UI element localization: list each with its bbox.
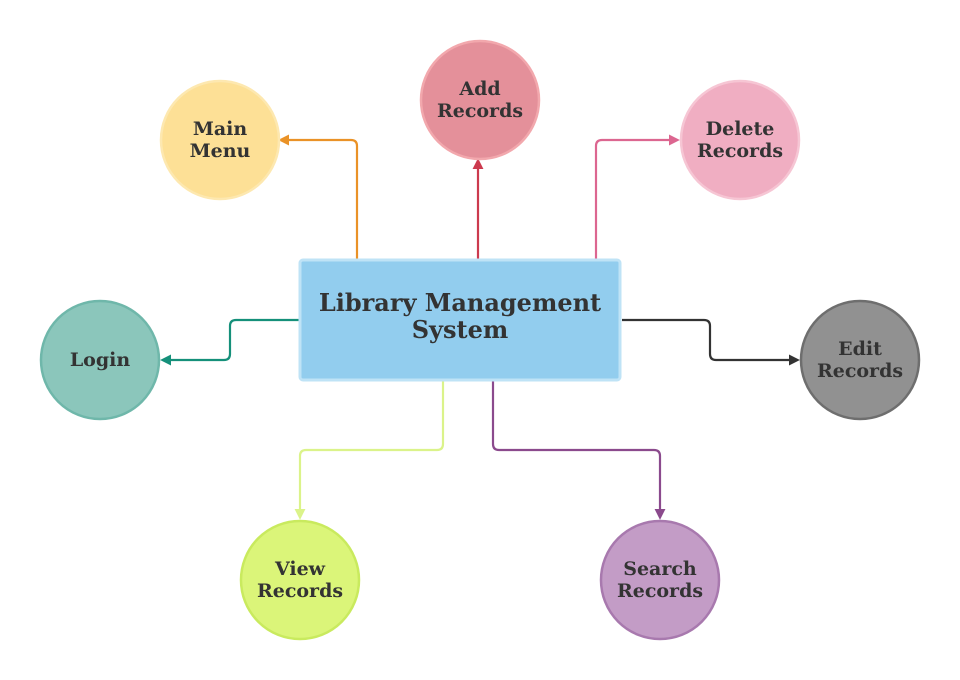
edge-login (160, 318, 300, 366)
node-main-menu-label-line2: Menu (190, 140, 251, 162)
node-add-records: Add Records (419, 39, 541, 161)
edge-edit-records (622, 318, 800, 366)
node-main-menu-circle (159, 79, 281, 201)
node-login-circle (39, 299, 161, 421)
center-node-box (298, 258, 622, 382)
node-main-menu: Main Menu (159, 79, 281, 201)
node-login: Login (39, 299, 161, 421)
node-view-records: View Records (239, 519, 361, 641)
node-view-records-label-line1: View (274, 558, 326, 580)
node-view-records-label-line2: Records (257, 580, 343, 602)
edge-search-records (491, 380, 666, 520)
edge-view-records (294, 380, 445, 520)
node-search-records-circle (599, 519, 721, 641)
node-edit-records-circle (799, 299, 921, 421)
node-edit-records-label-line2: Records (817, 360, 903, 382)
node-delete-records: Delete Records (679, 79, 801, 201)
center-node: Library Management System (298, 258, 622, 382)
node-edit-records-label-line1: Edit (838, 338, 882, 360)
node-search-records-label-line1: Search (623, 558, 697, 580)
node-main-menu-label-line1: Main (193, 118, 248, 140)
edge-main-menu (278, 134, 359, 262)
node-add-records-circle (419, 39, 541, 161)
node-search-records: Search Records (599, 519, 721, 641)
edge-delete-records (594, 134, 680, 262)
node-edit-records: Edit Records (799, 299, 921, 421)
node-add-records-label-line1: Add (458, 78, 500, 100)
node-delete-records-label-line2: Records (697, 140, 783, 162)
node-view-records-circle (239, 519, 361, 641)
edges (160, 134, 800, 520)
node-delete-records-circle (679, 79, 801, 201)
node-search-records-label-line2: Records (617, 580, 703, 602)
node-add-records-label-line2: Records (437, 100, 523, 122)
center-node-label-line2: System (412, 315, 509, 344)
center-node-label-line1: Library Management (319, 288, 601, 317)
node-delete-records-label-line1: Delete (706, 118, 775, 140)
node-login-label: Login (70, 349, 131, 371)
